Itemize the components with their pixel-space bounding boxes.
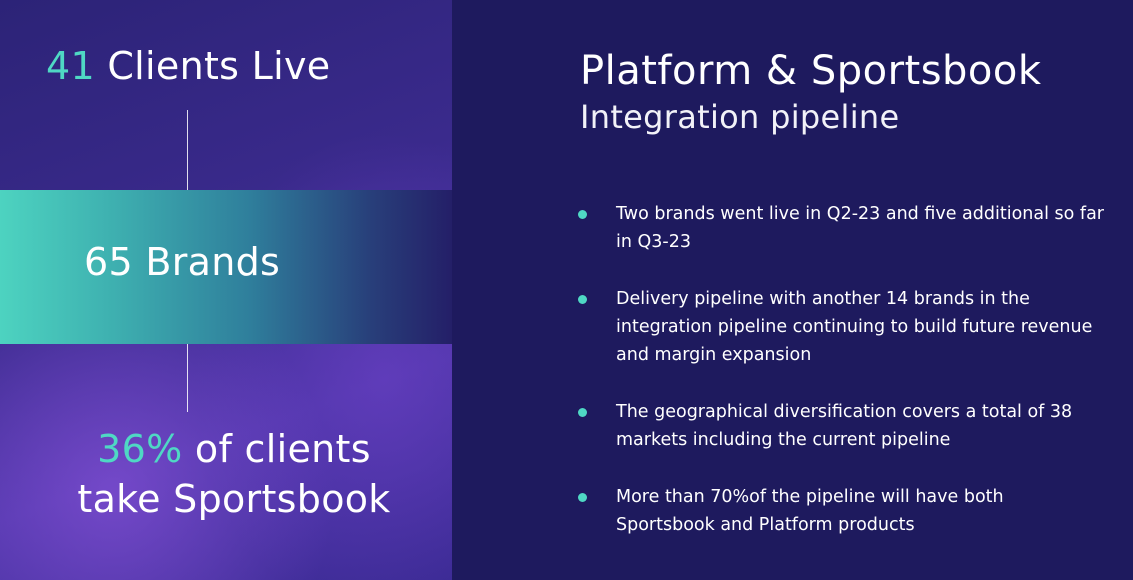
sportsbook-share-label: of clients [182,427,371,471]
bullet-dot-icon [578,295,587,304]
bullet-text: Delivery pipeline with another 14 brands… [616,289,1093,365]
bullet-item: Delivery pipeline with another 14 brands… [576,285,1106,369]
page-subtitle: Integration pipeline [580,98,900,136]
bullet-list: Two brands went live in Q2-23 and five a… [576,200,1106,539]
bullet-text: Two brands went live in Q2-23 and five a… [616,204,1104,252]
bullet-text: The geographical diversification covers … [616,402,1073,450]
bullet-item: More than 70%of the pipeline will have b… [576,483,1106,539]
bullet-text: More than 70%of the pipeline will have b… [616,487,1004,535]
sportsbook-share-line-2: take Sportsbook [77,477,391,521]
bullet-item: The geographical diversification covers … [576,398,1106,454]
clients-live-stat: 41 Clients Live [46,42,330,90]
clients-live-number: 41 [46,44,95,88]
clients-live-label: Clients Live [94,44,331,88]
bullet-item: Two brands went live in Q2-23 and five a… [576,200,1106,256]
connector-line-top [187,110,188,190]
sportsbook-share-stat: 36% of clients take Sportsbook [24,424,444,524]
sportsbook-share-percent: 36% [97,427,183,471]
page-title: Platform & Sportsbook [580,48,1042,94]
bullet-dot-icon [578,493,587,502]
bullet-dot-icon [578,210,587,219]
connector-line-bottom [187,344,188,412]
bullet-dot-icon [578,408,587,417]
brands-highlight-band [0,190,452,344]
sportsbook-share-line-1: 36% of clients [24,424,444,474]
brands-stat: 65 Brands [84,240,281,284]
content-panel [452,0,1133,580]
